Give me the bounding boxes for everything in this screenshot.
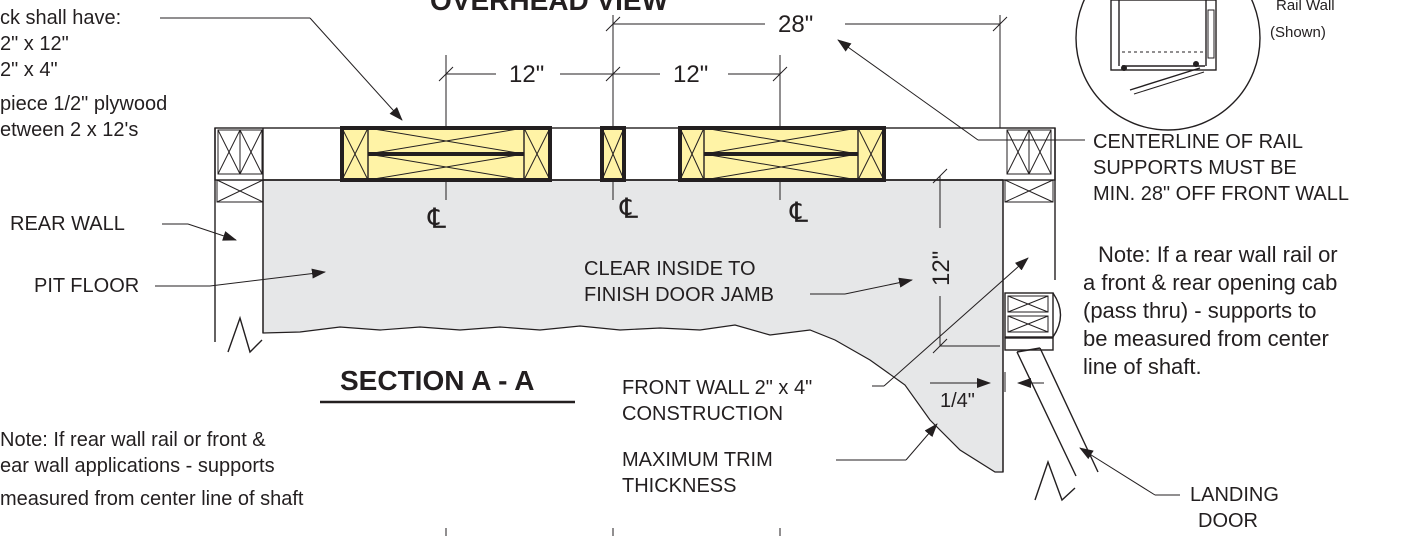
deck-note-line-4: piece 1/2" plywood [0, 93, 167, 115]
centerline-symbol-right: ℄ [789, 198, 808, 229]
dimension-12-left: 12" [438, 61, 621, 88]
landing-door-label-2: DOOR [1198, 510, 1258, 532]
section-label: SECTION A - A [340, 365, 534, 396]
deck-note: ck shall have: 2" x 12" 2" x 4" piece 1/… [0, 7, 403, 141]
rear-wall-section [214, 128, 264, 342]
left-note-line-3: measured from center line of shaft [0, 488, 304, 510]
front-wall-label-2: CONSTRUCTION [622, 403, 783, 425]
cl-note-line-2: SUPPORTS MUST BE [1093, 157, 1297, 179]
break-line-right [1034, 459, 1076, 502]
deck-note-line-5: etween 2 x 12's [0, 119, 138, 141]
cl-note-line-1: CENTERLINE OF RAIL [1093, 131, 1303, 153]
max-trim-label-1: MAXIMUM TRIM [622, 449, 773, 471]
door-jamb-block [1004, 292, 1062, 351]
rear-rail-note-right: Note: If a rear wall rail or a front & r… [1083, 242, 1338, 379]
dim-12-vertical-label: 12" [928, 251, 955, 286]
dim-12-right-label: 12" [673, 61, 708, 88]
deck-note-line-3: 2" x 4" [0, 59, 58, 81]
left-note-line-2: ear wall applications - supports [0, 455, 275, 477]
inset-detail [1075, 0, 1261, 131]
dimension-12-right: 12" [613, 61, 788, 88]
dimension-12-vertical: 12" [928, 168, 1000, 354]
right-note-line-4: be measured from center [1083, 326, 1329, 351]
centerline-rail-note: CENTERLINE OF RAIL SUPPORTS MUST BE MIN.… [837, 39, 1349, 205]
dim-12-left-label: 12" [509, 61, 544, 88]
cl-note-line-3: MIN. 28" OFF FRONT WALL [1093, 183, 1349, 205]
dim-28-label: 28" [778, 11, 813, 38]
deck-note-line-1: ck shall have: [0, 7, 121, 29]
drawing-title: OVERHEAD VIEW [430, 0, 669, 16]
pit-floor-label: PIT FLOOR [34, 275, 139, 297]
landing-door-label-1: LANDING [1190, 484, 1279, 506]
left-note-line-1: Note: If rear wall rail or front & [0, 429, 266, 451]
break-line-left [227, 315, 263, 354]
center-post [600, 126, 626, 182]
deck-note-line-2: 2" x 12" [0, 33, 69, 55]
right-note-line-2: a front & rear opening cab [1083, 270, 1337, 295]
stud-block-right [678, 126, 886, 182]
rear-rail-note-left: Note: If rear wall rail or front & ear w… [0, 429, 304, 510]
inset-caption-1: Rail Wall [1276, 0, 1335, 14]
centerline-symbol-middle: ℄ [619, 194, 638, 225]
clear-inside-label-1: CLEAR INSIDE TO [584, 258, 756, 280]
clear-inside-label-2: FINISH DOOR JAMB [584, 284, 774, 306]
centerline-symbol-left: ℄ [427, 204, 446, 235]
right-note-line-5: line of shaft. [1083, 354, 1202, 379]
dimension-28: 28" [605, 11, 1008, 38]
dimension-quarter-inch: 1/4" [930, 372, 1044, 412]
max-trim-label-2: THICKNESS [622, 475, 736, 497]
inset-caption-2: (Shown) [1270, 24, 1326, 41]
stud-block-left [340, 126, 552, 182]
pit-floor-area [262, 179, 1004, 473]
rear-wall-label: REAR WALL [10, 213, 125, 235]
right-note-line-1: Note: If a rear wall rail or [1098, 242, 1338, 267]
front-wall-section [1002, 128, 1056, 472]
right-note-line-3: (pass thru) - supports to [1083, 298, 1317, 323]
front-wall-label-1: FRONT WALL 2" x 4" [622, 377, 812, 399]
dim-quarter-label: 1/4" [940, 390, 975, 412]
